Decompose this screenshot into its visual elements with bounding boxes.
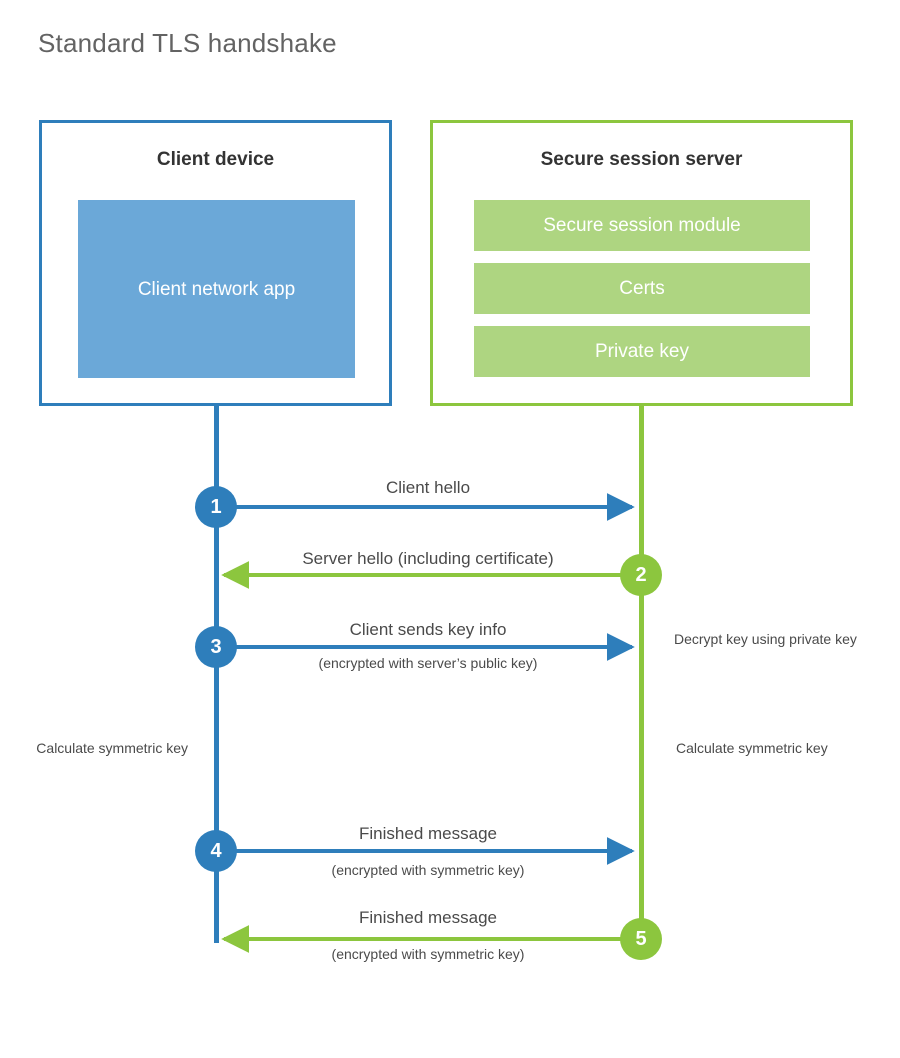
step-badge-2[interactable]: 2: [620, 554, 662, 596]
annotation-calculate-symmetric-key-client: Calculate symmetric key: [36, 740, 188, 756]
annotation-decrypt-key: Decrypt key using private key: [674, 631, 857, 647]
message-label-step-1: Client hello: [385, 478, 471, 497]
message-label-step-2: Server hello (including certificate): [302, 549, 554, 568]
page-title: Standard TLS handshake: [38, 28, 337, 58]
message-sublabel-step-3: (encrypted with server’s public key): [318, 655, 538, 671]
step-badge-4[interactable]: 4: [195, 830, 237, 872]
client-network-app-block: Client network app: [78, 200, 355, 378]
client-lifeline: [214, 403, 219, 943]
message-label-step-5: Finished message: [359, 908, 497, 927]
message-label-step-4: Finished message: [359, 824, 497, 843]
secure-session-server-box: Secure session server Secure session mod…: [430, 120, 853, 406]
client-device-title: Client device: [156, 149, 275, 170]
message-label-step-3: Client sends key info: [349, 620, 507, 639]
server-module-private-key: Private key: [474, 326, 810, 377]
message-sublabel-step-5: (encrypted with symmetric key): [331, 946, 525, 962]
server-module-certs: Certs: [474, 263, 810, 314]
step-badge-1[interactable]: 1: [195, 486, 237, 528]
annotation-calculate-symmetric-key-server: Calculate symmetric key: [676, 740, 828, 756]
step-badge-5[interactable]: 5: [620, 918, 662, 960]
message-sublabel-step-4: (encrypted with symmetric key): [331, 862, 525, 878]
step-badge-3[interactable]: 3: [195, 626, 237, 668]
server-lifeline: [639, 403, 644, 943]
secure-session-server-title: Secure session server: [540, 149, 743, 170]
server-module-secure-session-module: Secure session module: [474, 200, 810, 251]
client-device-box: Client device Client network app: [39, 120, 392, 406]
